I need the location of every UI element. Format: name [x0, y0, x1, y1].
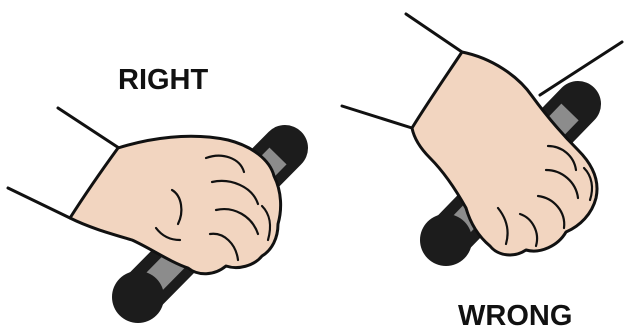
wrong-grip-illustration: WRONG — [342, 14, 622, 332]
right-grip-bar-end-cap — [112, 271, 164, 323]
wrong-label: WRONG — [458, 300, 572, 332]
right-label: RIGHT — [118, 64, 209, 96]
wrong-grip-bar-end-cap — [420, 214, 472, 266]
right-grip-hand — [70, 136, 281, 273]
right-grip-illustration: RIGHT — [8, 64, 285, 323]
